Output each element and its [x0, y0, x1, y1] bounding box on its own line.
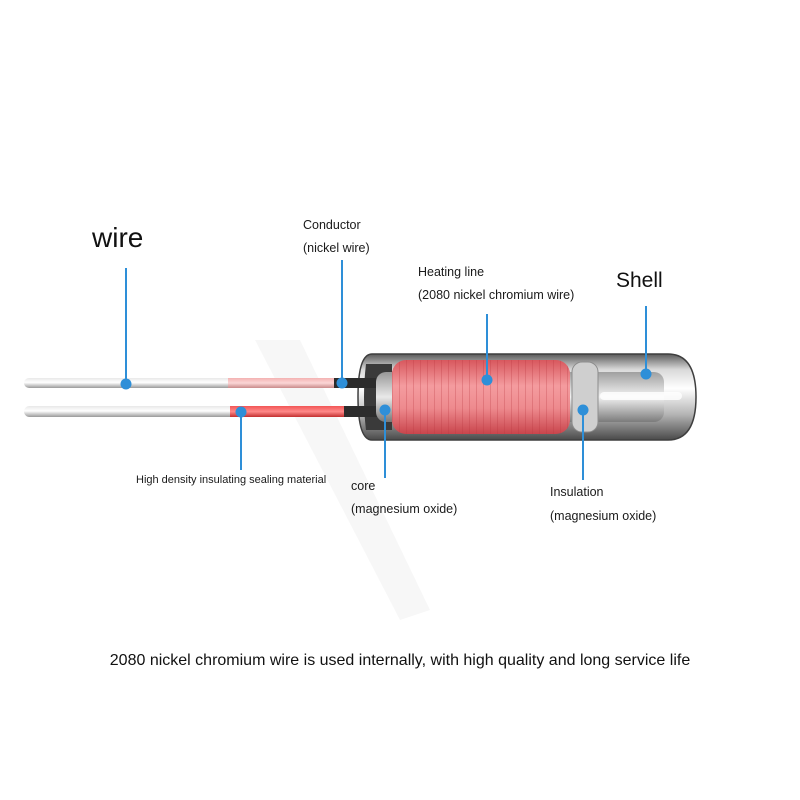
insulation-section — [571, 361, 599, 433]
core-pointer-dot — [379, 404, 391, 416]
conductor-stub-lower — [344, 406, 384, 417]
wire-pointer-dot — [120, 378, 132, 390]
heating-coil-windings — [392, 360, 570, 434]
sealing-pointer-dot — [235, 406, 247, 418]
shell-label: Shell — [616, 269, 663, 292]
insulation-sublabel: (magnesium oxide) — [550, 509, 657, 523]
insulation-pointer-dot — [577, 404, 589, 416]
pointer-dots — [120, 368, 652, 418]
caption: 2080 nickel chromium wire is used intern… — [109, 652, 691, 669]
conductor-pointer-dot — [336, 377, 348, 389]
upper-conductor-segment — [228, 378, 344, 388]
conductor-sublabel: (nickel wire) — [303, 241, 370, 255]
shell-pointer-dot — [640, 368, 652, 380]
lower-conductor-segment — [230, 406, 354, 417]
heating-line-label: Heating line — [418, 265, 485, 279]
wire-label: wire — [92, 222, 144, 253]
conductor-stub-upper — [334, 378, 378, 388]
heating-line-sublabel: (2080 nickel chromium wire) — [418, 288, 575, 302]
core-label: core — [351, 479, 376, 493]
shell-highlight — [600, 392, 682, 400]
pointer-lines — [125, 260, 647, 480]
insulation-label: Insulation — [550, 485, 604, 499]
conductor-label: Conductor — [303, 218, 361, 232]
core-sublabel: (magnesium oxide) — [351, 502, 458, 516]
heating-line-pointer-dot — [481, 374, 493, 386]
sealing-material-label: High density insulating sealing material — [136, 474, 327, 486]
